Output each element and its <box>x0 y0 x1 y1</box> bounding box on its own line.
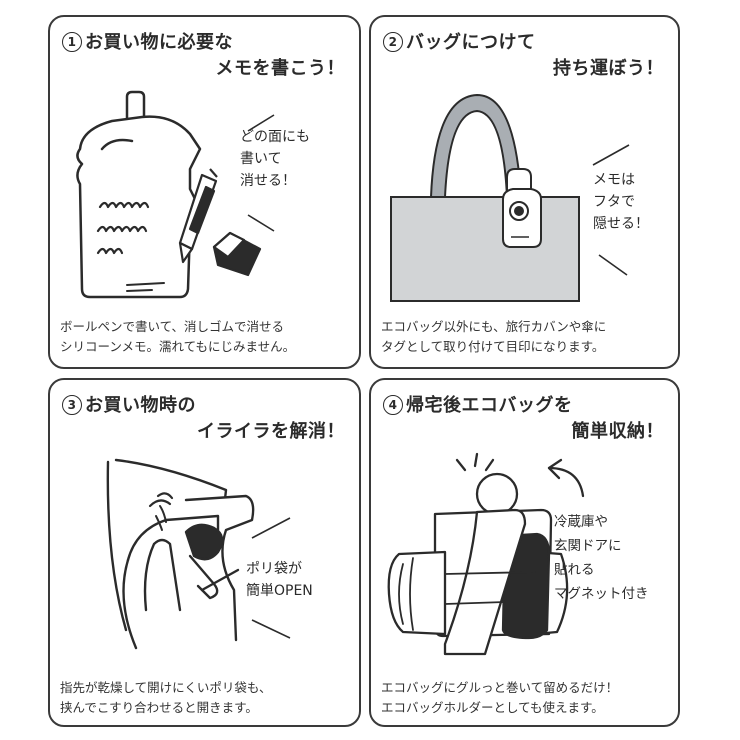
number-badge-1: 1 <box>62 32 82 52</box>
callout-line: 玄関ドアに <box>554 538 622 554</box>
callout-line: 貼れる <box>554 562 595 578</box>
callout-lines-3 <box>246 508 346 648</box>
description-line: ボールペンで書いて、消しゴムで消せる <box>60 319 285 334</box>
panel-2-description: エコバッグ以外にも、旅行カバンや傘に タグとして取り付けて目印になります。 <box>381 317 670 357</box>
description-line: エコバッグホルダーとしても使えます。 <box>381 700 604 715</box>
panel-1-title-line2: メモを書こう！ <box>215 58 345 79</box>
description-line: シリコーンメモ。濡れてもにじみません。 <box>60 339 296 354</box>
panel-1-title-text: お買い物に必要な <box>85 32 233 53</box>
description-line: タグとして取り付けて目印になります。 <box>381 339 605 354</box>
number-badge-2: 2 <box>383 32 403 52</box>
callout-line: 隠せる！ <box>593 216 649 232</box>
panel-4-callout: 冷蔵庫や 玄関ドアに 貼れる マグネット付き <box>554 510 649 606</box>
memo-tag-icon <box>499 167 545 249</box>
eraser-icon <box>208 227 268 282</box>
panel-1-description: ボールペンで書いて、消しゴムで消せる シリコーンメモ。濡れてもにじみません。 <box>60 317 351 357</box>
description-line: 指先が乾燥して開けにくいポリ袋も、 <box>60 680 272 695</box>
callout-line: ポリ袋が <box>246 561 302 577</box>
callout-line: フタで <box>593 194 635 210</box>
callout-line: 簡単OPEN <box>246 583 313 599</box>
callout-lines-1 <box>240 95 360 255</box>
number-badge-4: 4 <box>383 395 403 415</box>
callout-line: 冷蔵庫や <box>554 514 608 530</box>
hand-rubbing-illustration <box>106 460 286 650</box>
panel-4-description: エコバッグにグルっと巻いて留めるだけ！ エコバッグホルダーとしても使えます。 <box>381 678 670 718</box>
callout-line: マグネット付き <box>554 586 649 602</box>
panel-2-callout: メモは フタで 隠せる！ <box>593 169 649 235</box>
panel-4-title-line2: 簡単収納！ <box>571 421 664 442</box>
callout-line: 書いて <box>240 151 282 167</box>
number-badge-3: 3 <box>62 395 82 415</box>
description-line: 挟んでこすり合わせると開きます。 <box>60 700 258 715</box>
panel-3-title-line2: イライラを解消！ <box>197 421 345 442</box>
callout-line: メモは <box>593 172 635 188</box>
panel-3-callout: ポリ袋が 簡単OPEN <box>246 558 313 602</box>
panel-2-title-text: バッグにつけて <box>406 32 536 53</box>
callout-line: どの面にも <box>240 129 310 145</box>
tote-bag-illustration <box>387 87 587 307</box>
callout-lines-2 <box>581 125 671 305</box>
panel-3-description: 指先が乾燥して開けにくいポリ袋も、 挟んでこすり合わせると開きます。 <box>60 678 351 718</box>
rolled-bag-illustration <box>385 454 585 654</box>
description-line: エコバッグにグルっと巻いて留めるだけ！ <box>381 680 619 695</box>
panel-3-title-text: お買い物時の <box>85 395 196 416</box>
callout-line: 消せる！ <box>240 173 296 189</box>
panel-2-title-line2: 持ち運ぼう！ <box>553 58 664 79</box>
panel-4-title-text: 帰宅後エコバッグを <box>406 395 573 416</box>
memo-illustration <box>72 89 252 309</box>
curved-arrow-icon <box>527 458 591 504</box>
panel-1-callout: どの面にも 書いて 消せる！ <box>240 126 310 192</box>
description-line: エコバッグ以外にも、旅行カバンや傘に <box>381 319 607 334</box>
pen-icon <box>172 167 222 267</box>
